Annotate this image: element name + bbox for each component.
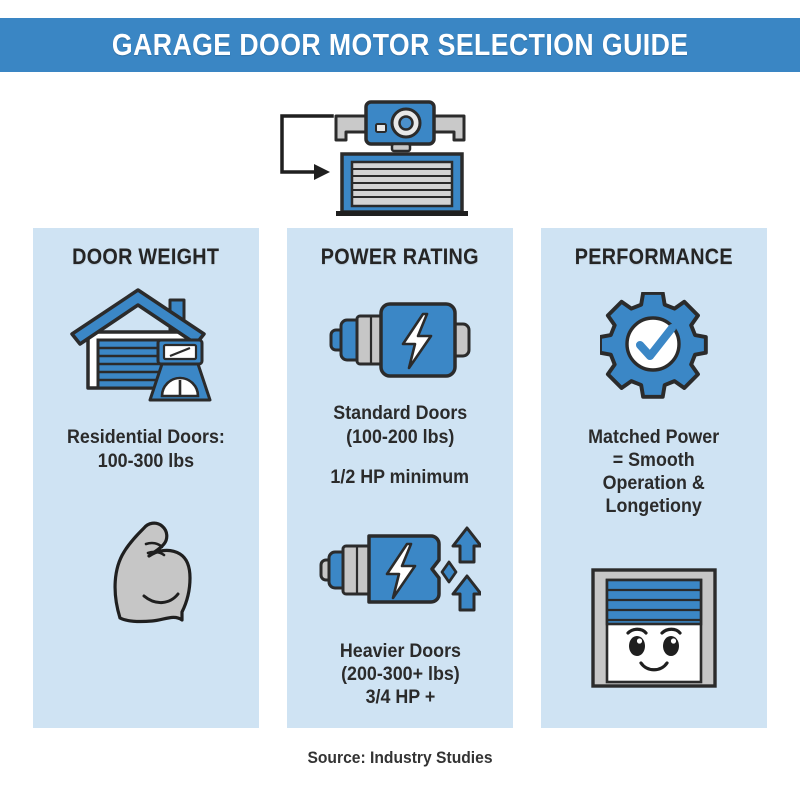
column-door-weight: DOOR WEIGHT — [33, 228, 259, 728]
door-weight-caption: Residential Doors: 100-300 lbs — [67, 427, 225, 472]
arrow-curved-right-icon — [280, 114, 334, 174]
column-performance: PERFORMANCE Matched Power = Smooth Opera… — [541, 228, 767, 728]
column-heading-power-rating: POWER RATING — [321, 244, 479, 269]
column-heading-performance: PERFORMANCE — [574, 244, 734, 269]
motor-lightning-small-icon — [329, 302, 471, 378]
arrow-head-icon — [314, 164, 330, 180]
performance-block-2 — [541, 518, 767, 690]
heavier-doors-caption: Heavier Doors (200-300+ lbs) 3/4 HP + — [339, 641, 461, 708]
house-garage-scale-icon-wrap — [66, 284, 226, 404]
garage-door-icon — [336, 152, 468, 216]
gear-checkmark-icon — [600, 292, 708, 399]
motor-lightning-arrows-icon-wrap — [319, 524, 481, 614]
smiling-garage-door-icon — [591, 568, 717, 688]
flexed-bicep-icon-wrap — [86, 508, 206, 633]
hero-illustration — [270, 92, 500, 218]
performance-caption: Matched Power = Smooth Operation & Longe… — [588, 427, 720, 517]
weighing-scale-icon — [148, 338, 212, 402]
standard-hp-caption: 1/2 HP minimum — [330, 467, 470, 488]
header-banner: GARAGE DOOR MOTOR SELECTION GUIDE — [0, 18, 800, 72]
smiling-garage-door-icon-wrap — [589, 566, 719, 690]
gear-checkmark-icon-wrap — [600, 292, 708, 400]
smiley-face-icon — [626, 627, 682, 672]
source-note: Source: Industry Studies — [307, 748, 493, 767]
door-weight-block-1: Residential Doors: 100-300 lbs — [33, 270, 259, 474]
standard-doors-caption: Standard Doors (100-200 lbs) — [333, 403, 467, 448]
motor-lightning-arrows-icon — [319, 526, 481, 612]
arrow-up-icon — [451, 526, 481, 564]
page-title: GARAGE DOOR MOTOR SELECTION GUIDE — [111, 27, 689, 62]
house-garage-scale-icon — [70, 288, 212, 402]
motor-lightning-small-icon-wrap — [327, 296, 473, 380]
column-power-rating: POWER RATING — [287, 228, 513, 728]
spark-diamond-icon — [440, 560, 458, 584]
motor-opener-unit-icon — [334, 100, 466, 153]
power-rating-block-2: Heavier Doors (200-300+ lbs) 3/4 HP + — [287, 490, 513, 709]
arrow-up-icon — [451, 574, 481, 612]
garage-opener-to-door-arrow-icon — [280, 100, 468, 216]
flexed-bicep-icon — [113, 521, 192, 624]
column-heading-door-weight: DOOR WEIGHT — [72, 244, 220, 269]
comparison-columns: DOOR WEIGHT — [33, 228, 767, 728]
checkmark-icon — [636, 324, 676, 360]
power-rating-block-1: Standard Doors (100-200 lbs) 1/2 HP mini… — [287, 270, 513, 490]
performance-block-1: Matched Power = Smooth Operation & Longe… — [541, 270, 767, 518]
door-weight-block-2 — [33, 474, 259, 633]
